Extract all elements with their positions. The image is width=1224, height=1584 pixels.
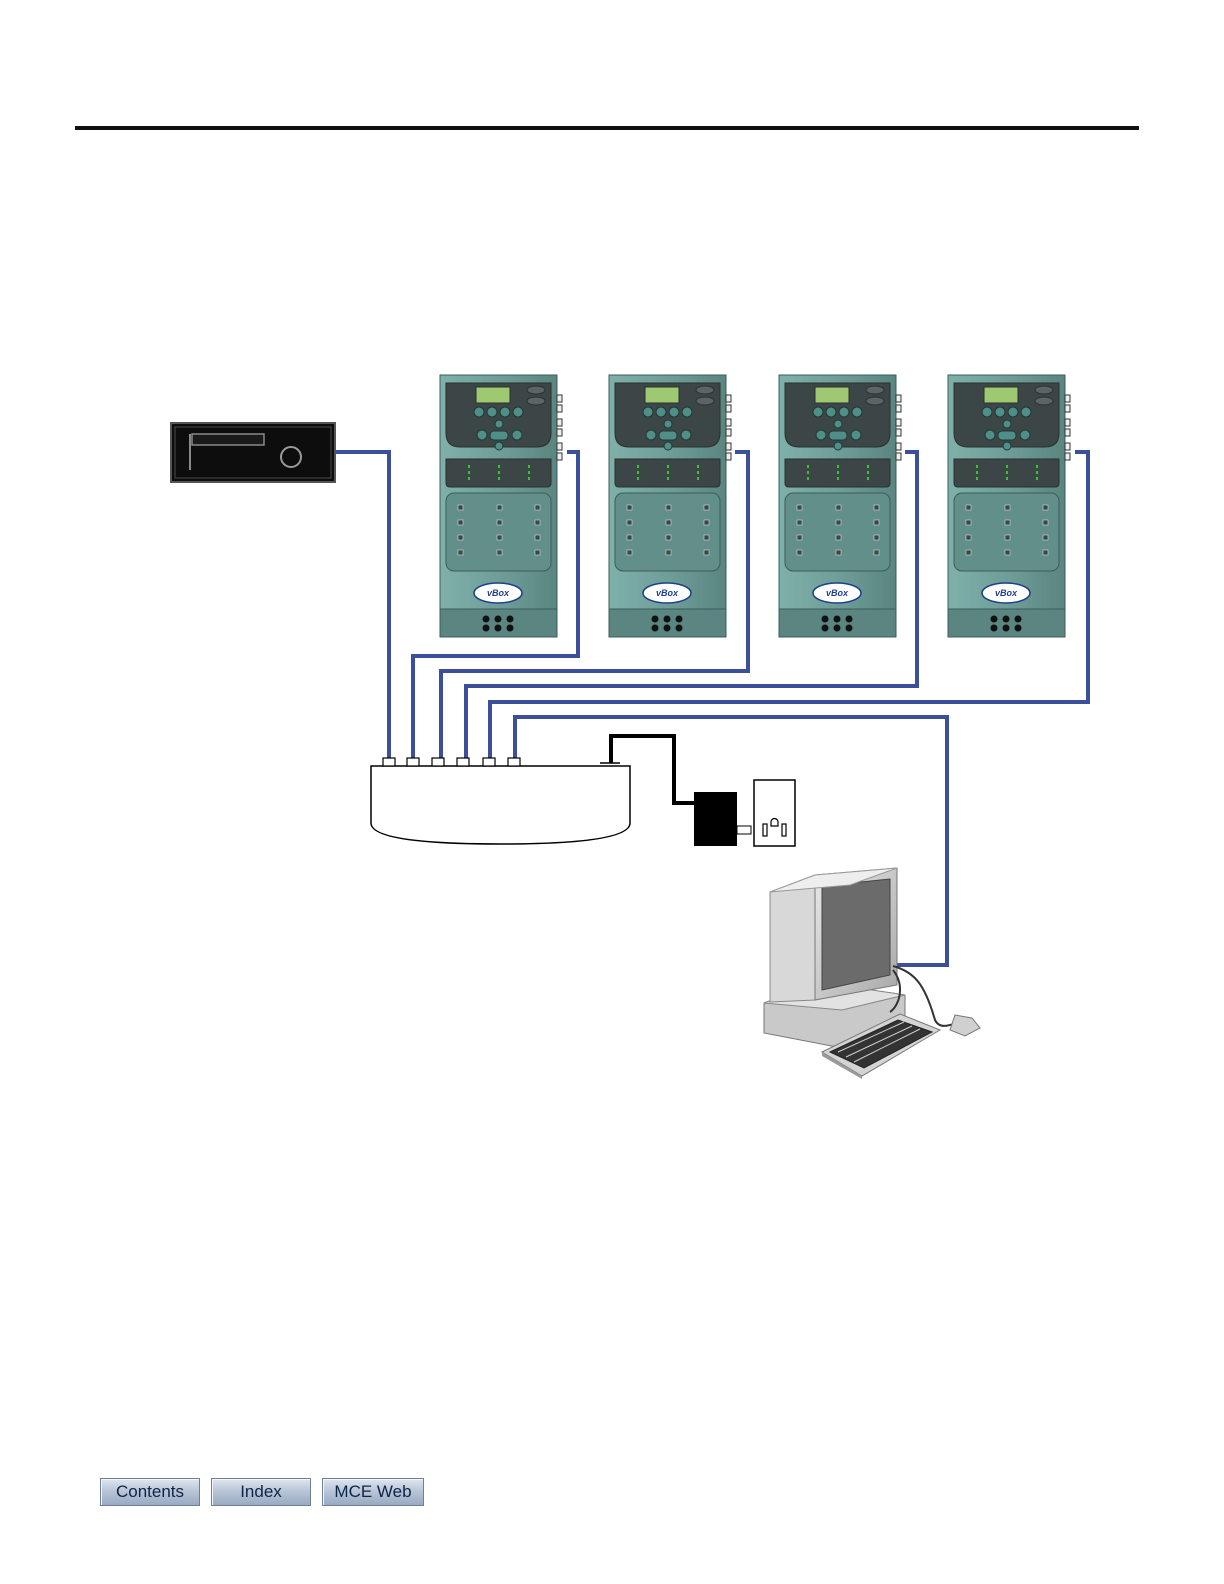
cable-dvr xyxy=(335,452,389,763)
power-adapter-icon xyxy=(694,792,751,846)
dvr-device-icon xyxy=(171,423,335,482)
controller-logo: vBox xyxy=(995,588,1018,598)
ethernet-hub-icon xyxy=(371,758,630,844)
contents-button[interactable]: Contents xyxy=(100,1478,200,1506)
controller-4: vBox xyxy=(948,375,1070,637)
index-button[interactable]: Index xyxy=(211,1478,311,1506)
controller-logo: vBox xyxy=(826,588,849,598)
controller-logo: vBox xyxy=(487,588,510,598)
controller-2: vBox xyxy=(609,375,731,637)
controller-1: vBox xyxy=(440,375,562,637)
mce-web-button[interactable]: MCE Web xyxy=(322,1478,424,1506)
wall-outlet-icon xyxy=(754,780,795,846)
controller-3: vBox xyxy=(779,375,901,637)
controller-logo: vBox xyxy=(656,588,679,598)
